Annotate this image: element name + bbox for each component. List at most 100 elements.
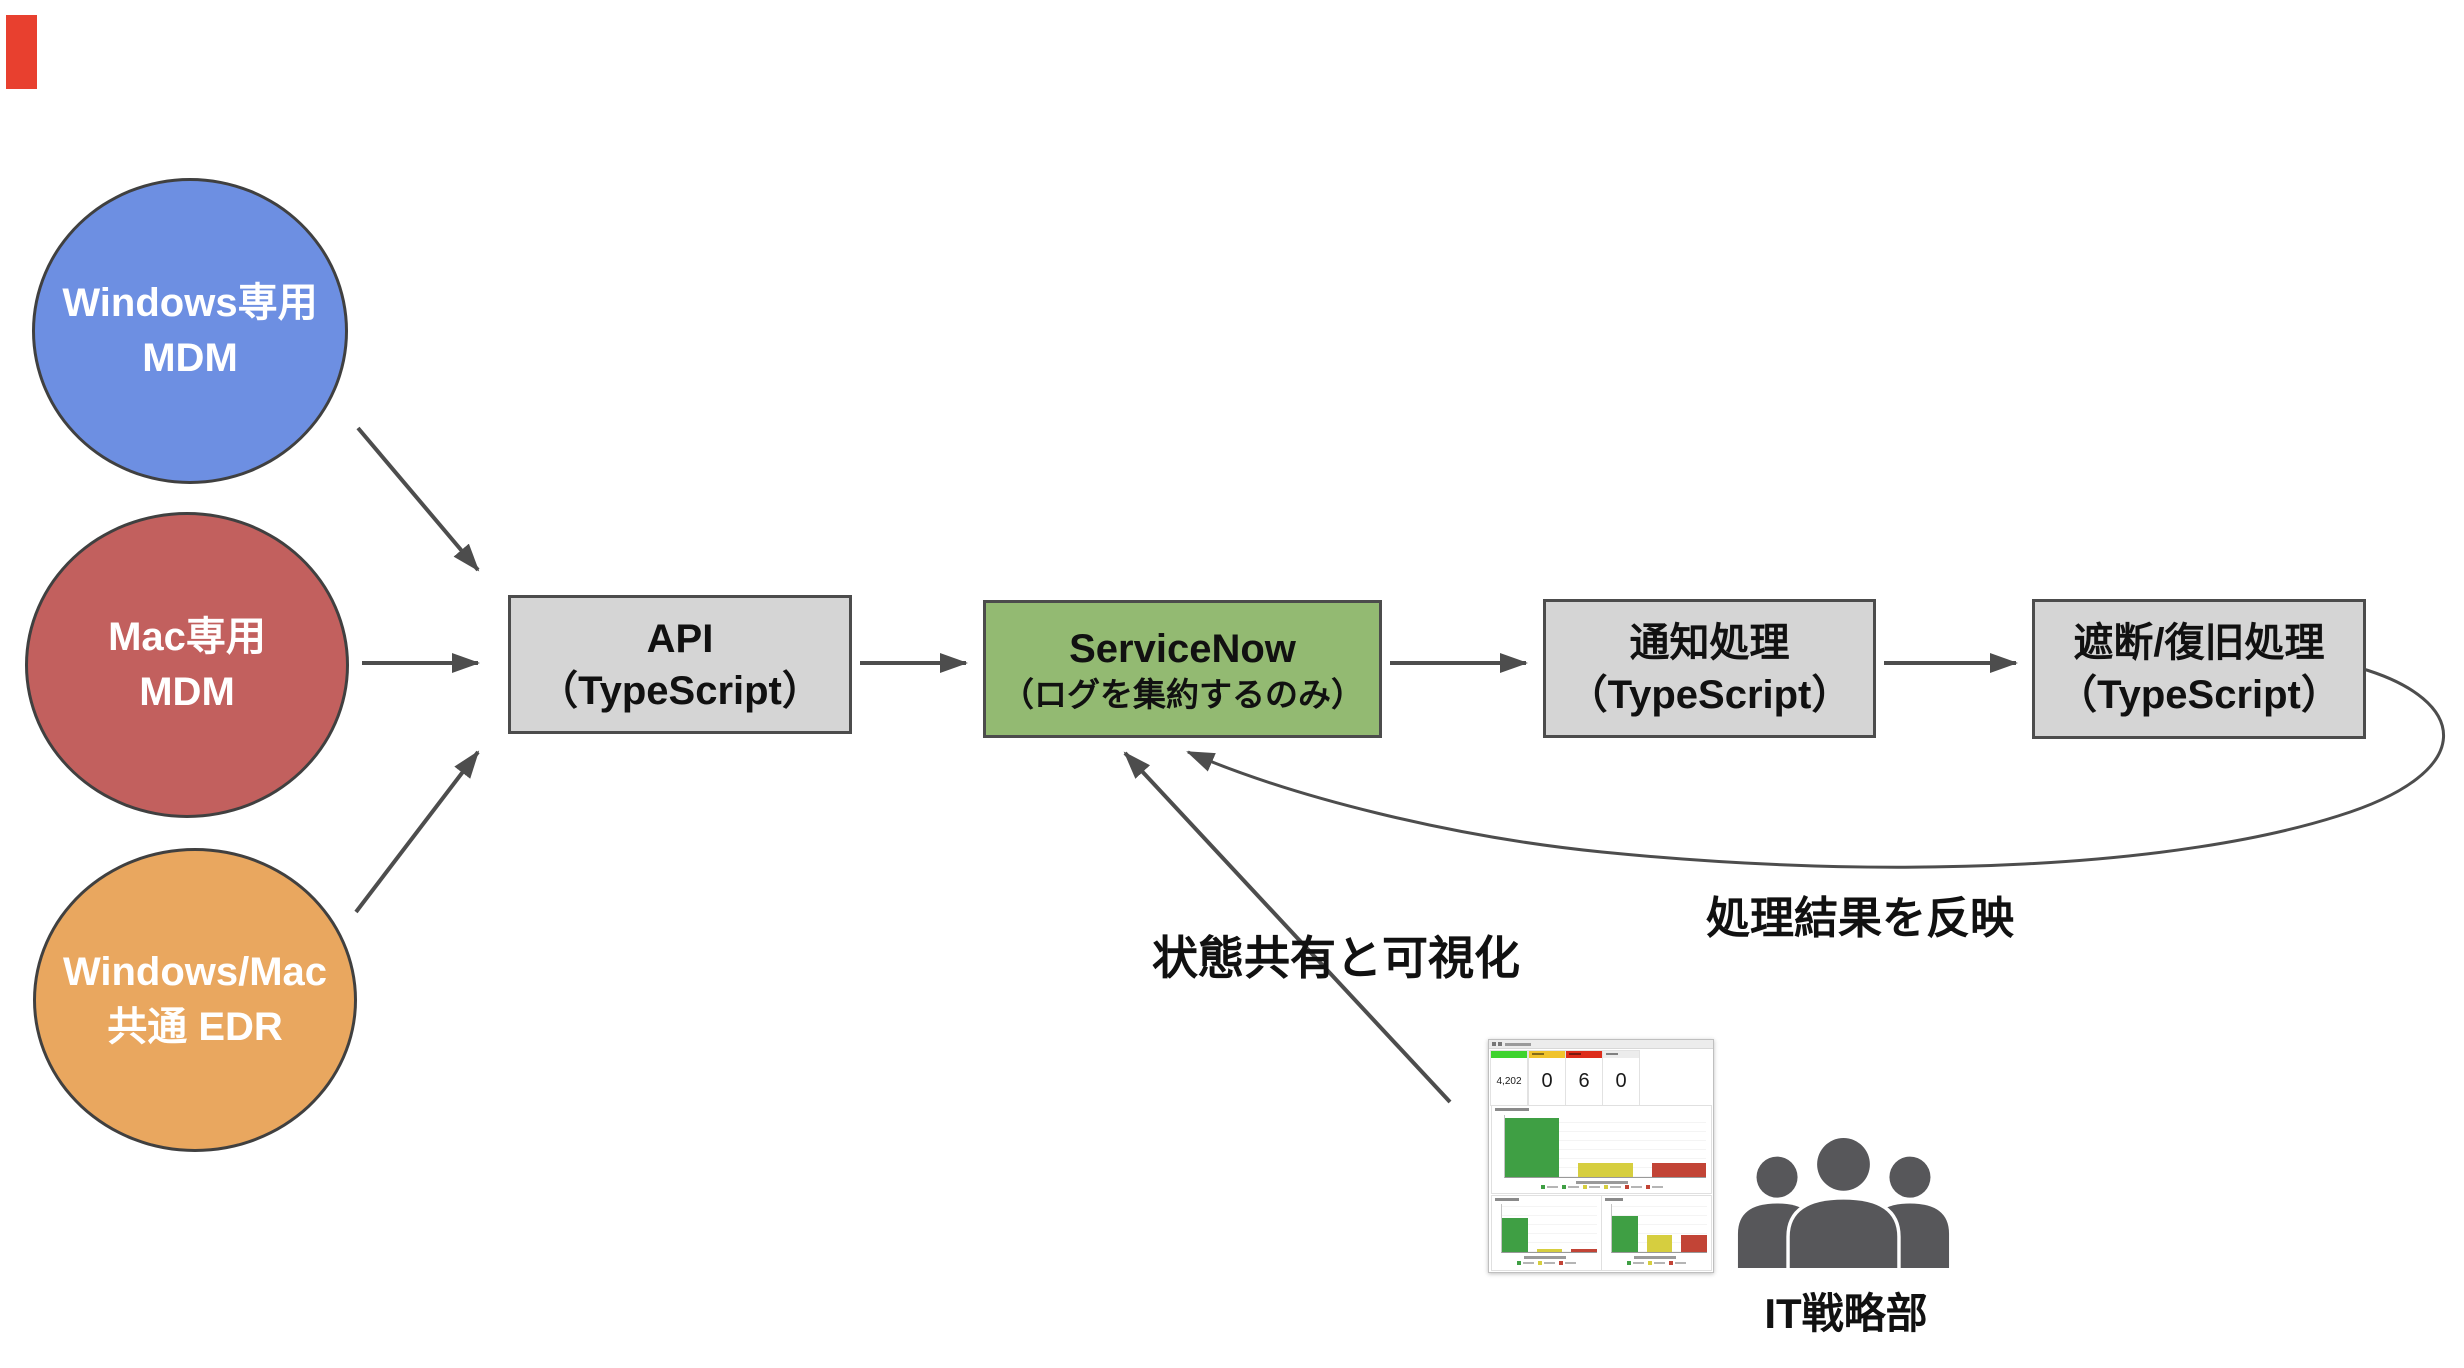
process-node-title: 通知処理 <box>1629 620 1790 665</box>
source-node-label: MDM <box>142 336 238 380</box>
chart-bar <box>1651 1162 1706 1177</box>
process-node-notification: 通知処理 （TypeScript） <box>1543 599 1876 738</box>
legend-color-dot <box>1561 1185 1566 1189</box>
legend-color-dot <box>1624 1185 1629 1189</box>
legend-entry <box>1603 1185 1621 1189</box>
legend-text-placeholder <box>1654 1262 1665 1264</box>
chart-bar <box>1505 1118 1560 1177</box>
chart-bar <box>1681 1235 1707 1252</box>
edge-label-feedback: 処理結果を反映 <box>1706 894 2014 943</box>
kpi-header <box>1529 1051 1565 1058</box>
legend-entry <box>1517 1261 1534 1265</box>
browser-icon <box>1492 1042 1496 1046</box>
source-node-windows-mdm: Windows専用 MDM <box>32 178 348 484</box>
chart-legend <box>1492 1261 1601 1265</box>
people-group-icon <box>1737 1138 1950 1268</box>
legend-color-dot <box>1627 1261 1631 1265</box>
bar-chart <box>1611 1204 1707 1253</box>
process-node-subtitle: （TypeScript） <box>2057 673 2341 717</box>
legend-color-dot <box>1603 1185 1608 1189</box>
process-node-api: API （TypeScript） <box>508 595 852 734</box>
legend-text-placeholder <box>1523 1262 1534 1264</box>
dashboard-screenshot: 4,202 0 6 0 <box>1488 1039 1714 1273</box>
edge-block-feedback-to-servicenow <box>1186 666 2445 869</box>
source-node-label: 共通 EDR <box>107 1005 283 1049</box>
legend-text-placeholder <box>1567 1186 1579 1188</box>
edge-dashboard-to-servicenow <box>1123 751 1452 1104</box>
legend-entry <box>1669 1261 1686 1265</box>
process-node-title: ServiceNow <box>1069 627 1296 672</box>
chart-bar <box>1502 1218 1528 1252</box>
legend-color-dot <box>1540 1185 1545 1189</box>
kpi-card: 6 <box>1565 1050 1603 1106</box>
legend-entry <box>1540 1185 1558 1189</box>
chart-legend <box>1602 1261 1711 1265</box>
dashboard-chart-panel-top <box>1491 1105 1712 1194</box>
legend-color-dot <box>1582 1185 1587 1189</box>
chart-title-placeholder <box>1605 1198 1623 1201</box>
chart-bar <box>1646 1235 1673 1252</box>
legend-color-dot <box>1645 1185 1650 1189</box>
kpi-value: 4,202 <box>1496 1076 1522 1087</box>
legend-text-placeholder <box>1609 1186 1621 1188</box>
team-label: IT戦略部 <box>1764 1290 1928 1337</box>
browser-tab-title <box>1505 1043 1531 1046</box>
kpi-header <box>1603 1051 1639 1058</box>
dashboard-chart-panel-bottom-left <box>1491 1195 1602 1271</box>
chart-legend <box>1492 1185 1711 1189</box>
legend-entry <box>1645 1185 1663 1189</box>
source-node-mac-mdm: Mac専用 MDM <box>25 512 349 818</box>
legend-entry <box>1582 1185 1600 1189</box>
legend-text-placeholder <box>1546 1186 1558 1188</box>
legend-color-dot <box>1517 1261 1521 1265</box>
edge-label-share: 状態共有と可視化 <box>1152 932 1520 984</box>
process-node-servicenow: ServiceNow （ログを集約するのみ） <box>983 600 1382 738</box>
chart-xlabel-placeholder <box>1576 1181 1628 1184</box>
kpi-value: 6 <box>1578 1070 1590 1092</box>
process-node-title: 遮断/復旧処理 <box>2073 621 2325 665</box>
dashboard-tab-bar <box>1489 1040 1713 1049</box>
dashboard-chart-panel-bottom-right <box>1601 1195 1712 1271</box>
process-node-block-restore: 遮断/復旧処理 （TypeScript） <box>2032 599 2366 739</box>
kpi-header <box>1566 1051 1602 1058</box>
legend-entry <box>1538 1261 1555 1265</box>
legend-text-placeholder <box>1675 1262 1686 1264</box>
chart-xlabel-placeholder <box>1524 1256 1566 1259</box>
chart-bar <box>1536 1248 1563 1252</box>
legend-color-dot <box>1559 1261 1563 1265</box>
chart-xlabel-placeholder <box>1634 1256 1676 1259</box>
legend-text-placeholder <box>1630 1186 1642 1188</box>
source-node-label: Windows専用 <box>62 280 318 325</box>
legend-text-placeholder <box>1588 1186 1600 1188</box>
legend-text-placeholder <box>1651 1186 1663 1188</box>
source-node-label: Windows/Mac <box>62 949 328 994</box>
process-node-subtitle: （TypeScript） <box>538 668 822 713</box>
legend-text-placeholder <box>1544 1262 1555 1264</box>
slide-accent-red-rect <box>6 15 37 89</box>
edge-edr-to-api <box>354 750 480 914</box>
kpi-value: 0 <box>1541 1070 1553 1092</box>
chart-title-placeholder <box>1495 1198 1519 1201</box>
process-node-subtitle: （ログを集約するのみ） <box>1001 676 1364 714</box>
process-node-title: API <box>646 616 714 661</box>
bar-chart <box>1501 1204 1597 1253</box>
legend-color-dot <box>1538 1261 1542 1265</box>
legend-entry <box>1561 1185 1579 1189</box>
kpi-value: 0 <box>1615 1070 1627 1092</box>
kpi-card: 0 <box>1528 1050 1566 1106</box>
legend-entry <box>1559 1261 1576 1265</box>
chart-bar <box>1612 1216 1638 1252</box>
source-node-label: MDM <box>139 670 235 714</box>
legend-entry <box>1624 1185 1642 1189</box>
chart-bar <box>1571 1248 1597 1252</box>
kpi-card: 0 <box>1602 1050 1640 1106</box>
legend-color-dot <box>1648 1261 1652 1265</box>
legend-entry <box>1648 1261 1665 1265</box>
chart-title-placeholder <box>1495 1108 1529 1111</box>
process-node-subtitle: （TypeScript） <box>1567 672 1852 717</box>
source-node-label: Mac専用 <box>108 614 266 659</box>
kpi-card: 4,202 <box>1490 1050 1528 1106</box>
legend-text-placeholder <box>1565 1262 1576 1264</box>
